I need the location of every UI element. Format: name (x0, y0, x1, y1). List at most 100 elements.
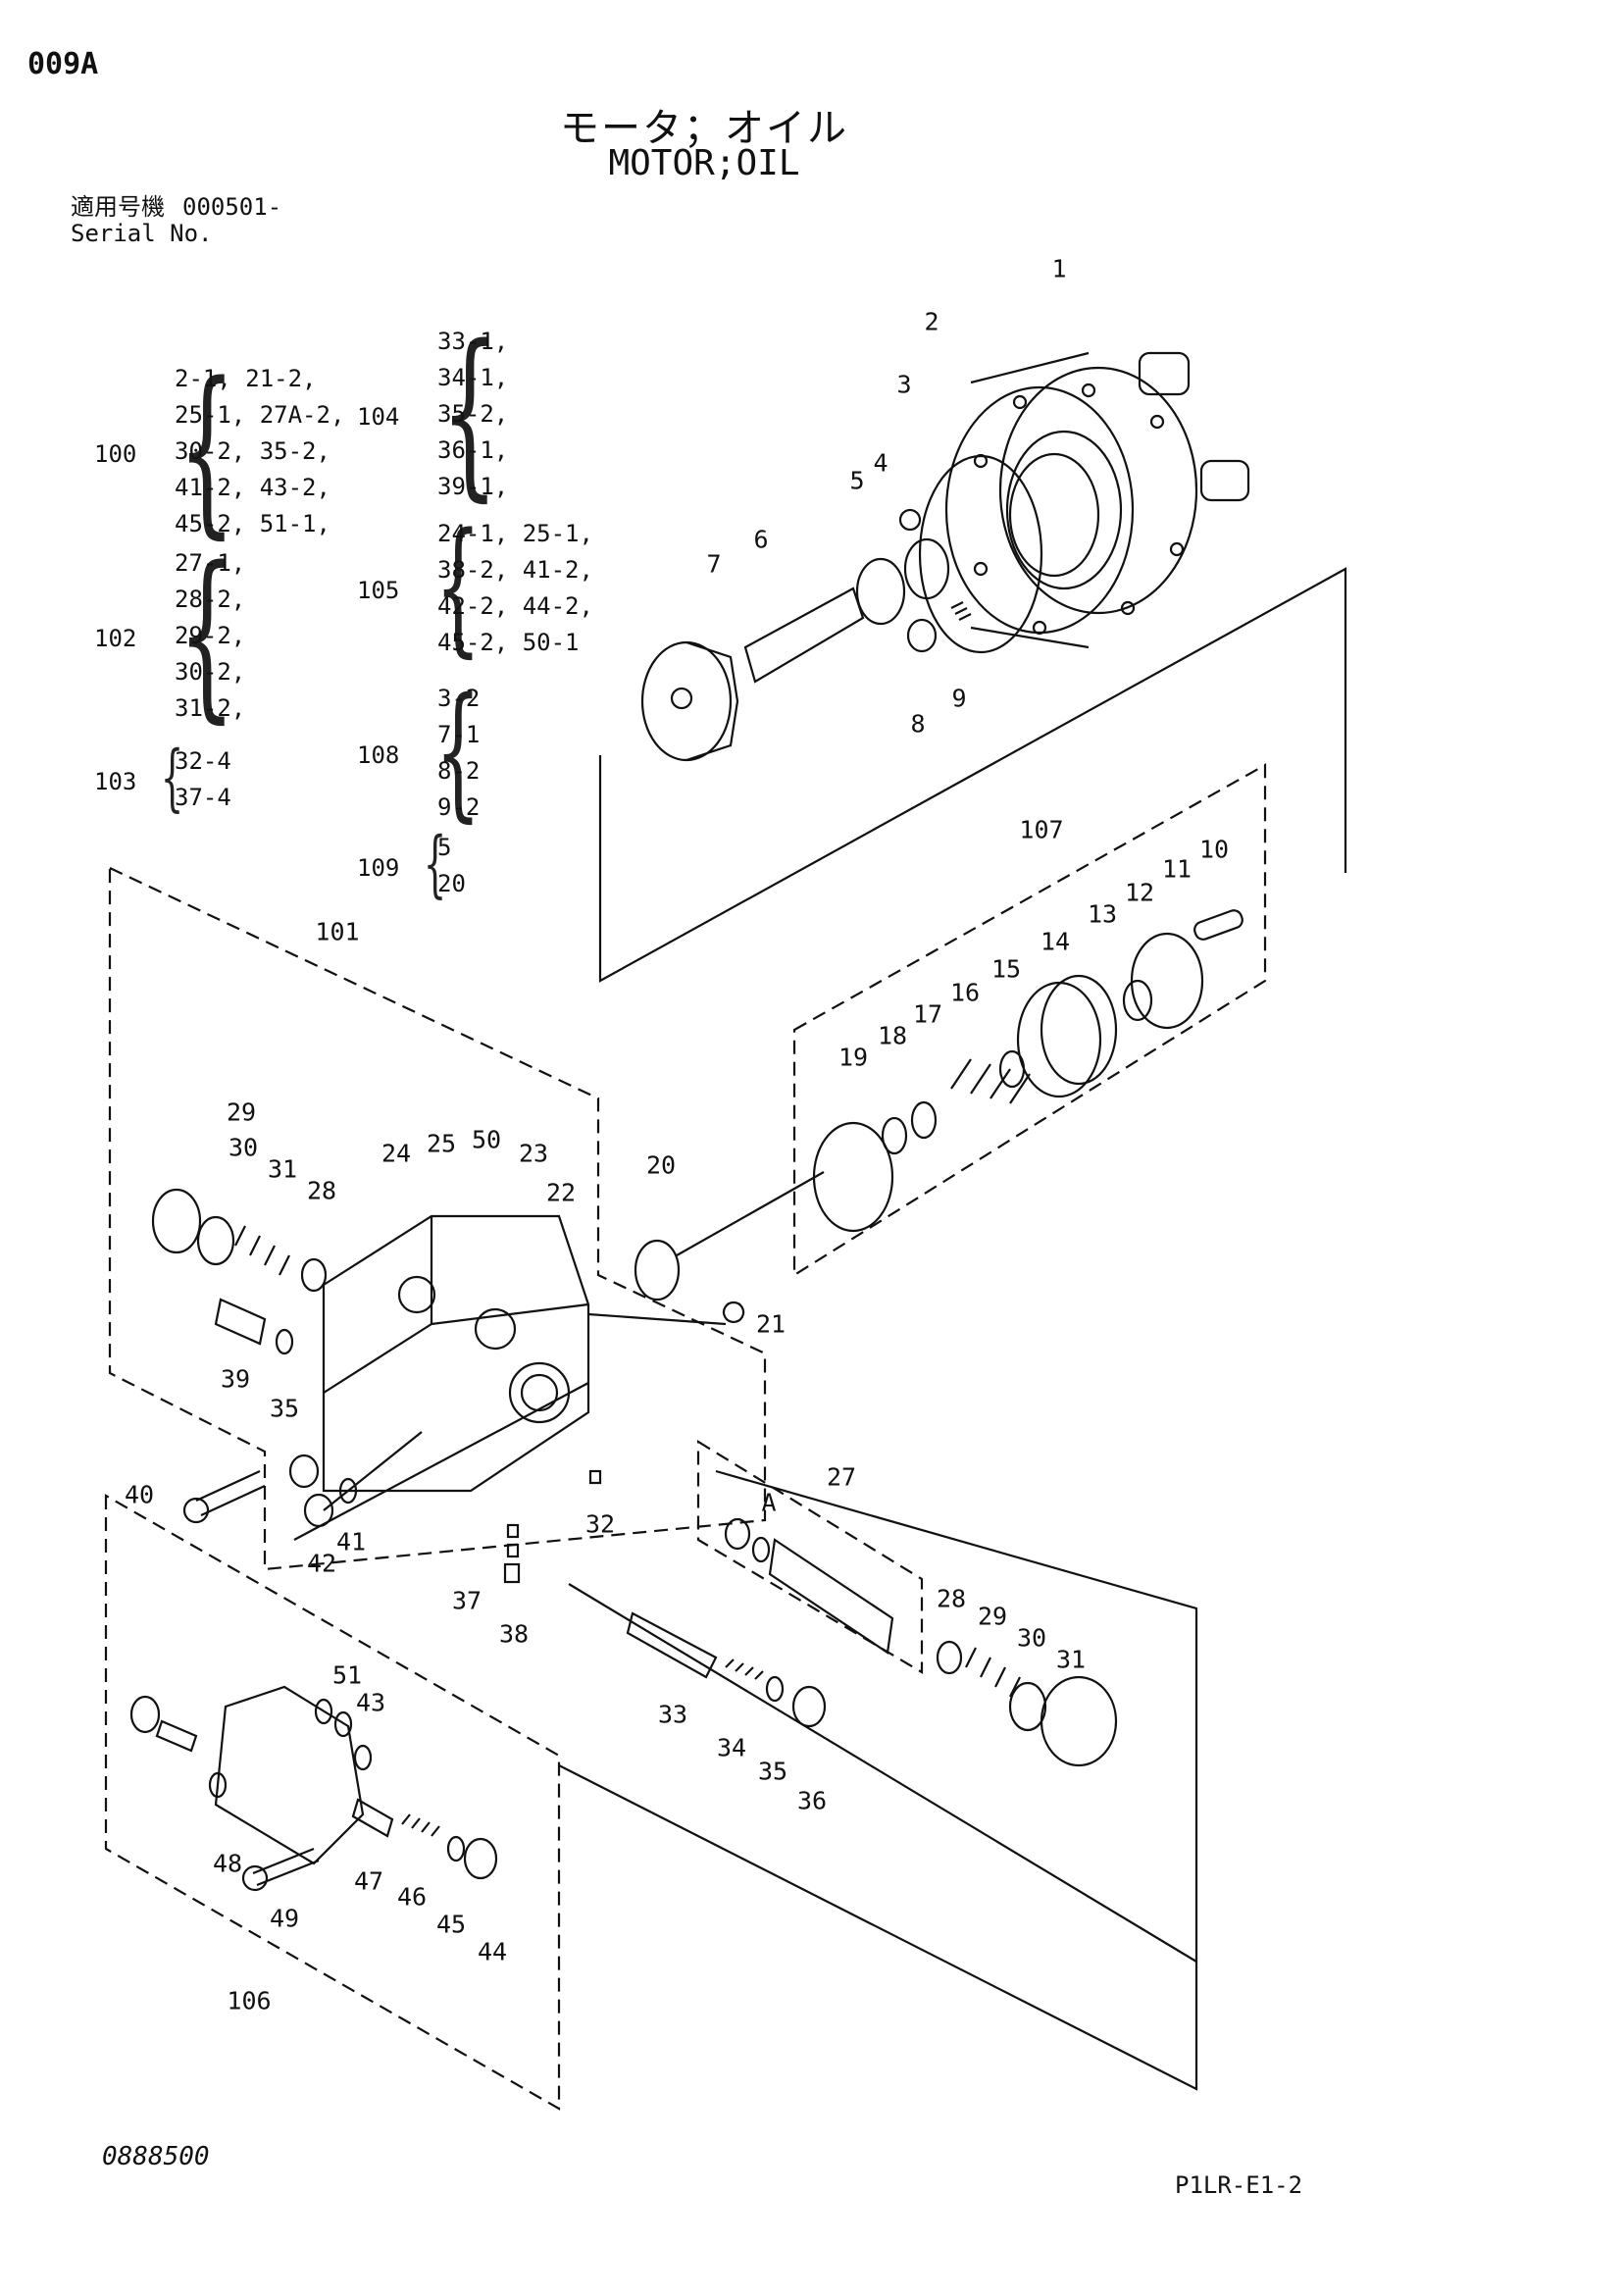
part-callout: 24 (381, 1139, 412, 1168)
kit-group-item: 27-1, (175, 549, 246, 577)
kit-group-number: 102 (94, 624, 137, 652)
part-callout: 17 (912, 999, 943, 1029)
kit-group-number: 105 (357, 577, 400, 604)
kit-group-item: 38-2, 41-2, (437, 556, 593, 584)
kit-group-item: 33-1, (437, 328, 509, 355)
group-101-box (108, 866, 767, 1571)
kit-group-item: 30-2, 35-2, (175, 437, 330, 465)
kit-group-brace: { (178, 528, 236, 740)
kit-group-number: 108 (357, 741, 400, 769)
part-callout: 10 (1198, 835, 1230, 864)
page-reference: P1LR-E1-2 (1175, 2171, 1303, 2199)
page-title-japanese: モータ；オイル (560, 106, 848, 151)
group-106-box (104, 1494, 561, 2111)
shaft-drawing (743, 587, 865, 684)
group-107-box (792, 763, 1267, 1277)
part-callout: 7 (706, 549, 722, 579)
part-callout: 16 (949, 978, 981, 1007)
part-callout: 14 (1040, 927, 1071, 956)
serial-label-jp: 適用号機 (71, 193, 165, 221)
group-27-box (696, 1440, 924, 1674)
part-callout: 101 (315, 917, 360, 946)
part-callout: 30 (228, 1133, 259, 1162)
part-callout: 6 (753, 525, 769, 554)
part-callout: 37 (451, 1586, 482, 1615)
kit-group-item: 34-1, (437, 364, 509, 391)
kit-group-item: 31-2, (175, 694, 246, 722)
kit-group-brace: { (160, 736, 184, 820)
ball-drawing (898, 508, 922, 532)
part-callout: 3 (896, 370, 912, 399)
kit-group-brace: { (423, 822, 447, 906)
bearing-drawing (903, 537, 950, 600)
part-callout: 21 (755, 1309, 787, 1339)
o-ring-drawing (918, 454, 1043, 654)
part-callout: 48 (212, 1849, 243, 1878)
part-callout: 42 (306, 1549, 337, 1578)
kit-group-brace: { (434, 502, 482, 671)
part-callout: 18 (877, 1021, 908, 1050)
kit-group-item: 45-2, 50-1 (437, 629, 580, 656)
part-callout: 47 (353, 1866, 384, 1896)
kit-group-brace: { (440, 306, 499, 518)
kit-group-number: 104 (357, 402, 400, 431)
part-callout: 13 (1087, 899, 1118, 929)
kit-group-number: 103 (94, 768, 137, 795)
kit-group-item: 7-1 (437, 721, 481, 748)
part-callout: 29 (226, 1097, 257, 1127)
kit-group-item: 37-4 (175, 784, 231, 811)
kit-group-number: 100 (94, 439, 137, 468)
part-callout: 31 (267, 1154, 298, 1184)
part-callout: 27 (826, 1462, 857, 1492)
kit-group-item: 42-2, 44-2, (437, 592, 593, 620)
part-callout: 107 (1019, 815, 1064, 844)
part-callout: 43 (355, 1688, 386, 1717)
part-callout: 15 (990, 954, 1022, 984)
part-callout: 51 (331, 1660, 363, 1690)
part-callout: 33 (657, 1700, 688, 1729)
part-callout: 11 (1161, 854, 1193, 884)
kit-group-item: 8-2 (437, 757, 481, 785)
part-callout: 38 (498, 1619, 530, 1649)
part-callout: 28 (936, 1584, 967, 1613)
part-callout: 35 (269, 1394, 300, 1423)
page-code: 009A (27, 47, 99, 81)
part-callout: 32 (584, 1509, 616, 1539)
kit-group-item: 41-2, 43-2, (175, 474, 330, 501)
part-callout: 49 (269, 1904, 300, 1933)
kit-group-brace: { (434, 667, 482, 836)
kit-group-item: 9-2 (437, 793, 481, 821)
part-callout: 23 (518, 1139, 549, 1168)
kit-group-item: 29-2, (175, 622, 246, 649)
kit-group-brace: { (178, 343, 236, 555)
kit-group-item: 32-4 (175, 747, 231, 775)
swash-plate-drawing (640, 640, 733, 762)
kit-group-item: 39-1, (437, 473, 509, 500)
valve-cover-drawing (322, 1214, 590, 1493)
part-callout: 106 (227, 1986, 272, 2015)
part-callout: 36 (796, 1786, 828, 1815)
part-callout: 20 (645, 1150, 677, 1180)
part-callout: 5 (849, 466, 865, 495)
part-callout: 30 (1016, 1623, 1047, 1653)
part-callout: 46 (396, 1882, 428, 1912)
kit-group-item: 35-2, (437, 400, 509, 428)
serial-value: 000501- (182, 193, 282, 221)
kit-group-item: 36-1, (437, 436, 509, 464)
kit-group-item: 30-2, (175, 658, 246, 686)
page-title-english: MOTOR;OIL (608, 143, 800, 183)
part-callout: 1 (1051, 254, 1067, 283)
part-callout: 44 (477, 1937, 508, 1966)
part-callout: 4 (873, 448, 888, 478)
part-callout: 8 (910, 709, 926, 739)
part-callout: 40 (124, 1480, 155, 1509)
part-callout: 39 (220, 1364, 251, 1394)
kit-group-item: 3-2 (437, 685, 481, 712)
part-callout: 45 (435, 1910, 467, 1939)
part-callout: 2 (924, 307, 939, 336)
motor-housing-drawing (944, 351, 1250, 649)
part-callout: 31 (1055, 1645, 1087, 1674)
part-callout: 29 (977, 1602, 1008, 1631)
